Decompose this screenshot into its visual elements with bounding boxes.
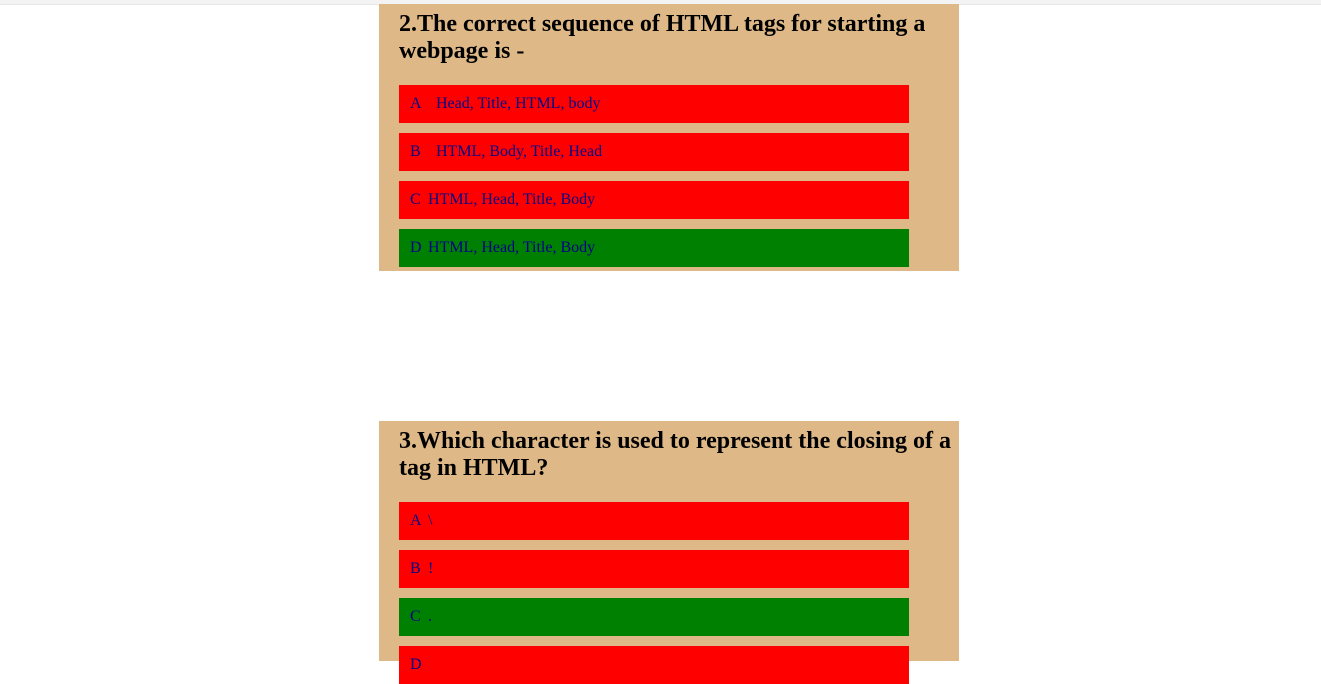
options-list: A \ B ! C . D <box>399 502 959 684</box>
option-text: HTML, Body, Title, Head <box>428 143 603 160</box>
option-d[interactable]: D <box>399 646 909 684</box>
option-d[interactable]: D HTML, Head, Title, Body <box>399 229 909 267</box>
question-card-2: 2.The correct sequence of HTML tags for … <box>379 4 959 271</box>
option-text: HTML, Head, Title, Body <box>428 191 596 208</box>
option-letter: D <box>410 239 422 256</box>
option-b[interactable]: B ! <box>399 550 909 588</box>
option-text: ! <box>428 560 434 577</box>
option-letter: C <box>410 191 421 208</box>
option-letter: A <box>410 512 422 529</box>
option-letter: D <box>410 656 422 673</box>
option-text: Head, Title, HTML, body <box>428 95 601 112</box>
option-a[interactable]: A \ <box>399 502 909 540</box>
question-title: 2.The correct sequence of HTML tags for … <box>399 11 926 64</box>
option-text: HTML, Head, Title, Body <box>428 239 596 256</box>
option-letter: A <box>410 95 422 112</box>
option-letter: B <box>410 560 421 577</box>
option-text: \ <box>428 512 433 529</box>
option-c[interactable]: C . <box>399 598 909 636</box>
options-list: A Head, Title, HTML, body B HTML, Body, … <box>399 85 959 267</box>
option-text: . <box>428 608 432 625</box>
question-title: 3.Which character is used to represent t… <box>399 428 951 481</box>
question-card-3: 3.Which character is used to represent t… <box>379 421 959 684</box>
option-letter: C <box>410 608 421 625</box>
option-letter: B <box>410 143 421 160</box>
option-b[interactable]: B HTML, Body, Title, Head <box>399 133 909 171</box>
option-a[interactable]: A Head, Title, HTML, body <box>399 85 909 123</box>
option-c[interactable]: C HTML, Head, Title, Body <box>399 181 909 219</box>
